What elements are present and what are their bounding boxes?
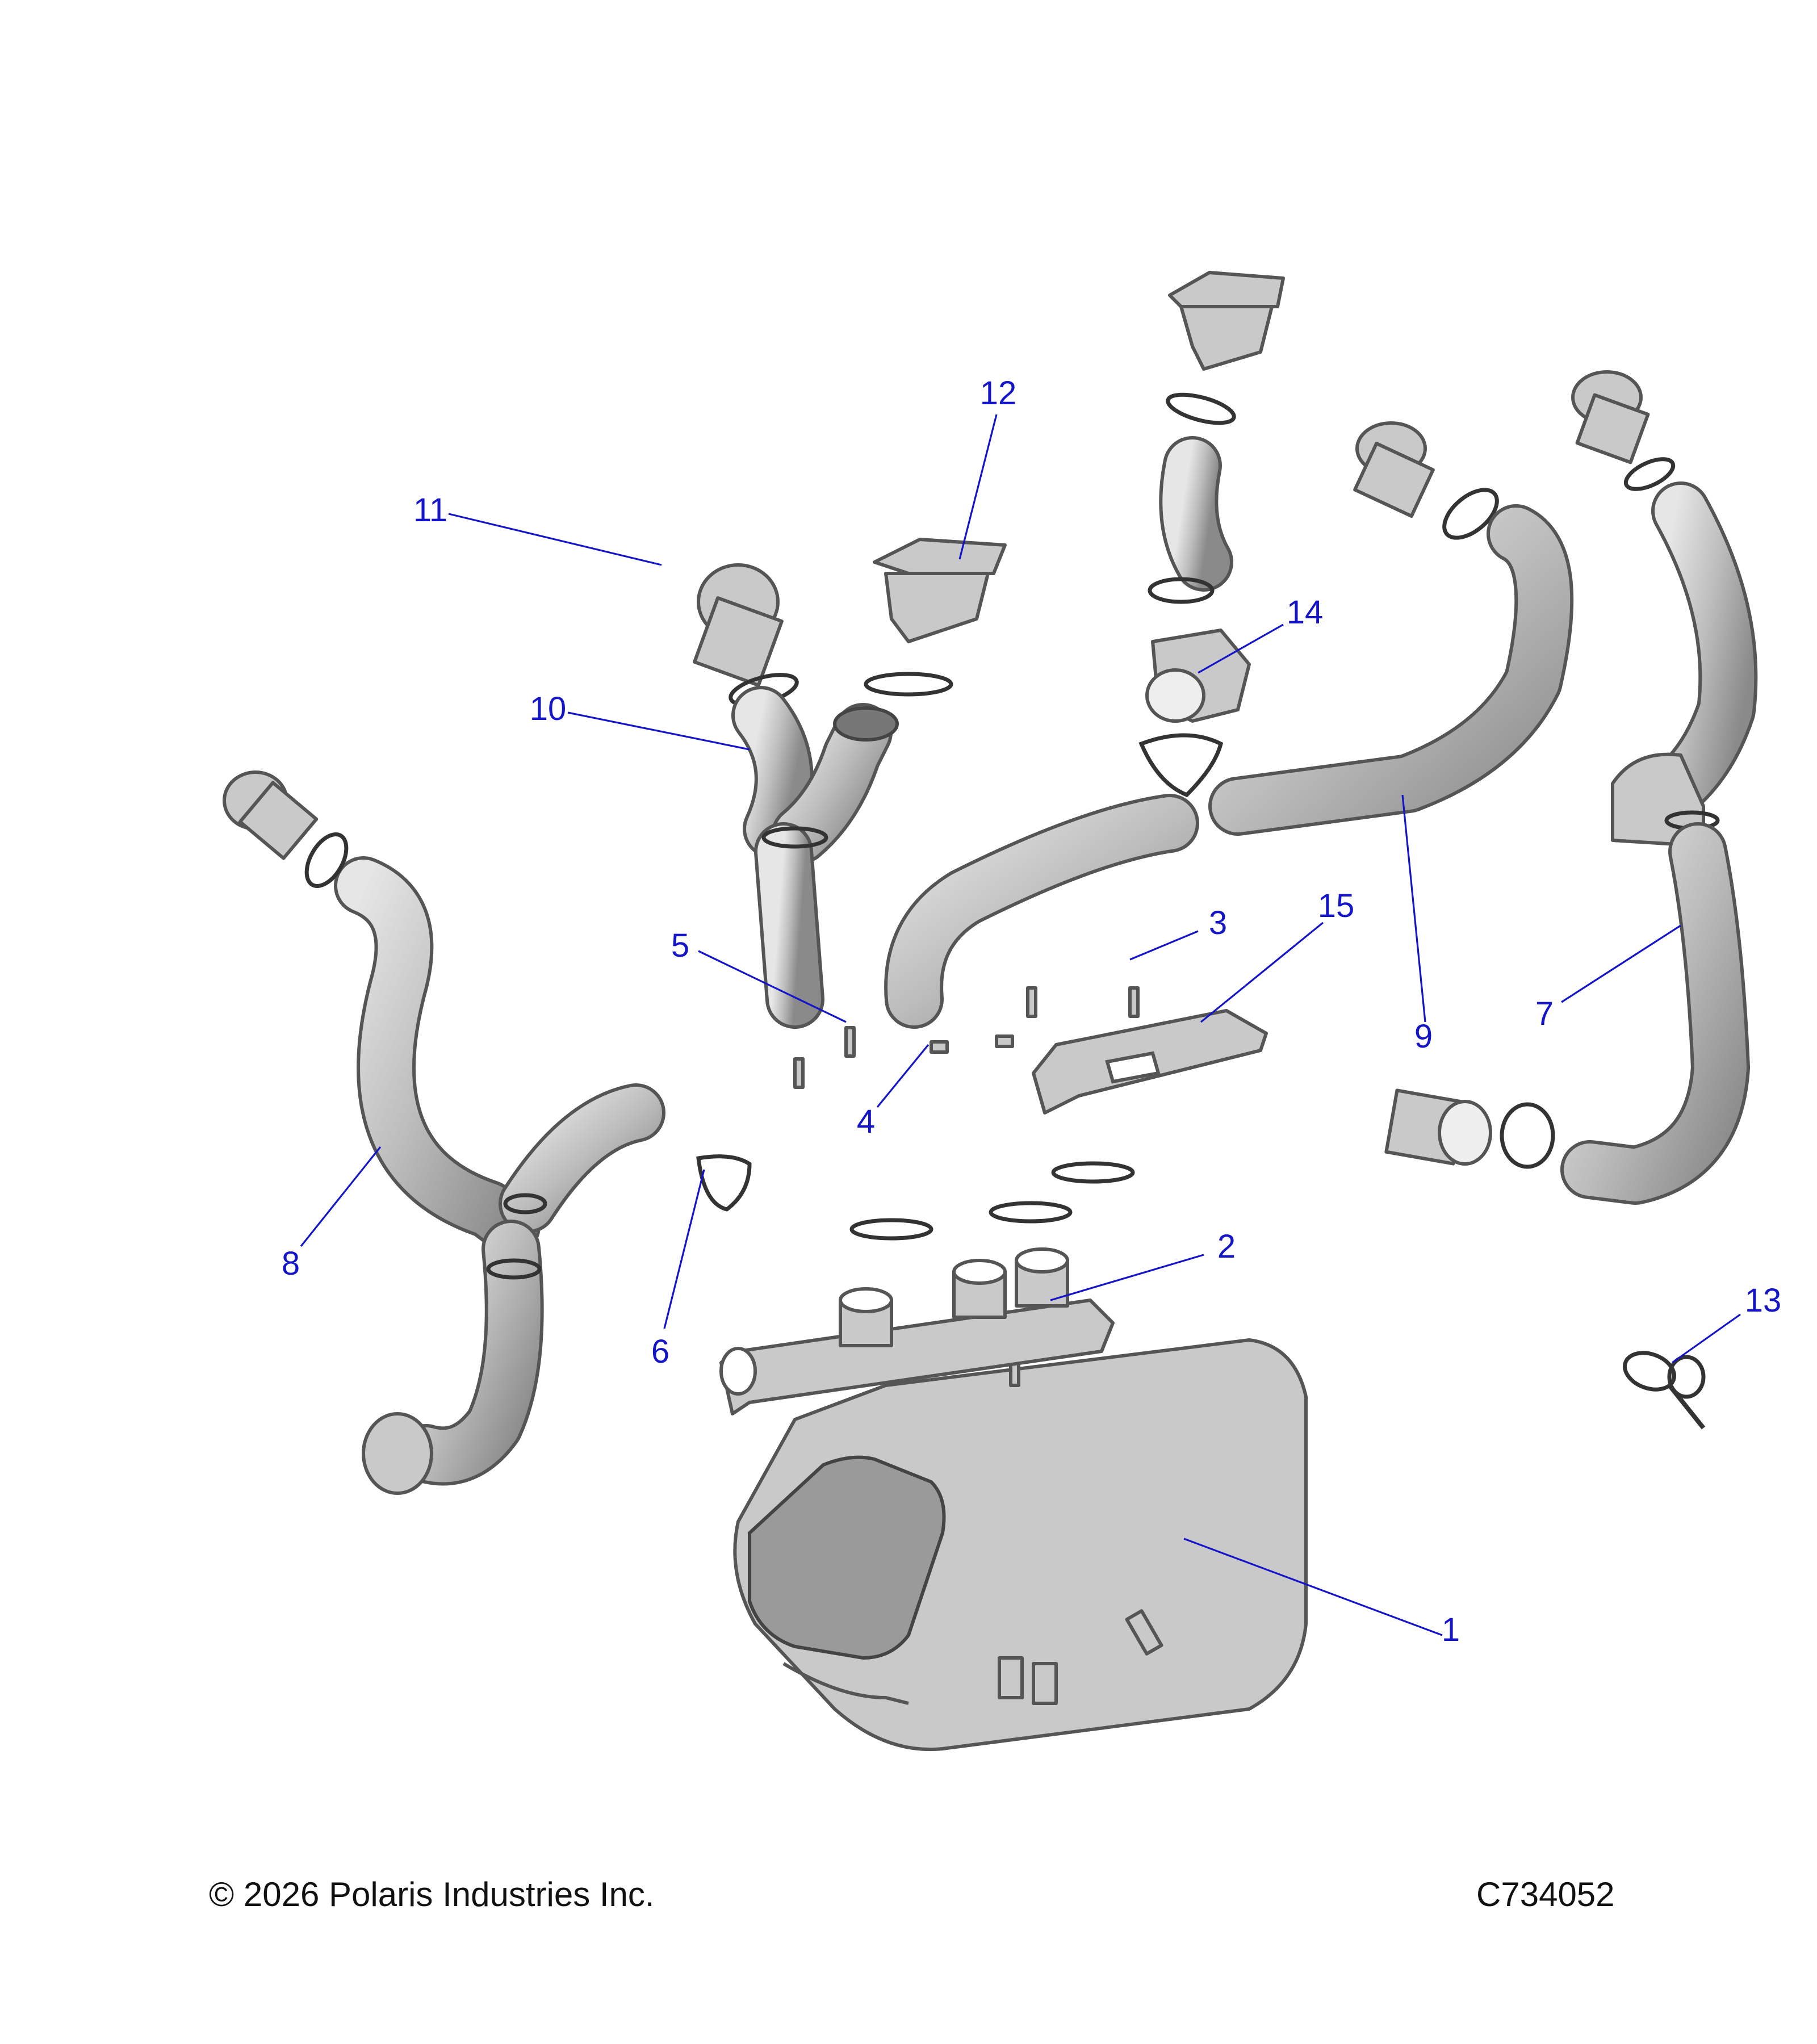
leader-4 (876, 1044, 930, 1108)
leader-5 (698, 950, 847, 1023)
callout-15: 15 (1318, 887, 1355, 924)
callout-5: 5 (671, 927, 689, 964)
hose-part-10 (693, 563, 953, 1029)
callout-11: 11 (413, 492, 447, 529)
hose-part-8 (223, 770, 665, 1495)
leader-15 (1200, 922, 1324, 1023)
leader-11 (448, 513, 662, 566)
leader-8 (300, 1146, 382, 1247)
callout-labels: 1 2 3 4 5 6 7 8 9 10 11 12 13 14 15 (282, 375, 1781, 1648)
callout-10: 10 (530, 690, 567, 727)
leader-10 (567, 711, 750, 751)
fasteners-parts-3-4-5 (793, 986, 1140, 1089)
leader-lines (300, 414, 1741, 1636)
callout-1: 1 (1442, 1611, 1460, 1648)
leader-1 (1183, 1538, 1443, 1636)
leader-9 (1401, 794, 1426, 1023)
bracket-part-15 (1032, 1009, 1268, 1115)
callout-13: 13 (1745, 1282, 1782, 1319)
callout-4: 4 (857, 1103, 875, 1140)
top-intake (1148, 271, 1285, 604)
callout-14: 14 (1287, 594, 1324, 631)
strap-part-13 (1622, 1351, 1706, 1430)
intake-part-12 (873, 538, 1007, 643)
callout-6: 6 (651, 1333, 669, 1370)
leader-14 (1198, 623, 1284, 674)
hose-part-7 (1384, 370, 1758, 1205)
leader-7 (1561, 924, 1681, 1003)
manifold-clamps (849, 1161, 1135, 1241)
leader-2 (1050, 1254, 1204, 1301)
leader-6 (663, 1169, 705, 1329)
callout-9: 9 (1414, 1018, 1433, 1055)
manifold-part-2 (719, 1247, 1115, 1415)
hose-part-9 (884, 421, 1574, 1029)
callout-8: 8 (282, 1245, 300, 1282)
drawing-number: C734052 (1476, 1875, 1615, 1913)
callout-12: 12 (980, 375, 1017, 412)
airbox-part-1 (733, 1338, 1308, 1752)
copyright-text: © 2026 Polaris Industries Inc. (209, 1875, 655, 1913)
callout-3: 3 (1209, 904, 1227, 941)
elbow-part-14 (1138, 629, 1251, 798)
leader-3 (1129, 930, 1199, 961)
callout-7: 7 (1535, 995, 1554, 1032)
clamp-part-6 (696, 1154, 752, 1212)
callout-2: 2 (1217, 1228, 1236, 1265)
leader-12 (958, 414, 998, 560)
leader-13 (1672, 1313, 1741, 1364)
